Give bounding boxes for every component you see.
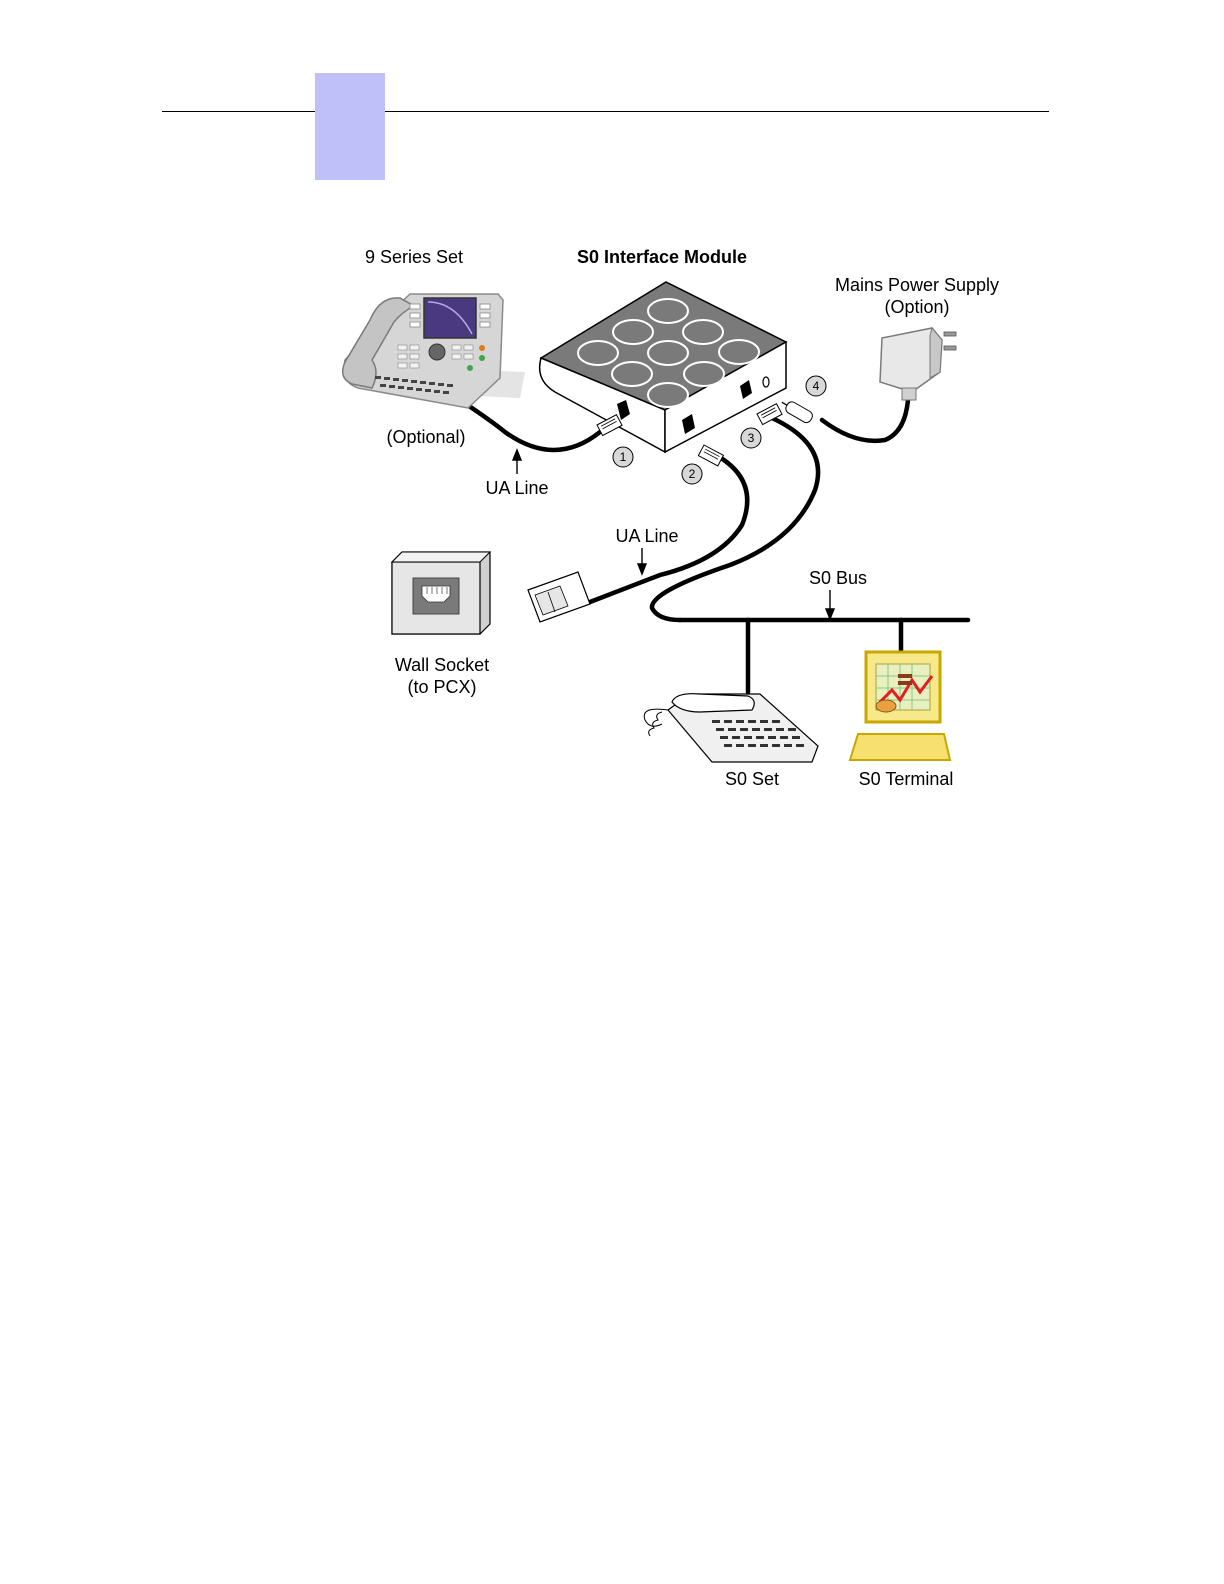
connector-2 xyxy=(698,445,723,466)
s0-interface-module xyxy=(540,282,786,452)
port-3-number: 3 xyxy=(748,431,755,445)
series-set-phone-icon xyxy=(343,294,525,408)
label-module: S0 Interface Module xyxy=(562,246,762,268)
wall-socket-icon xyxy=(392,552,490,634)
label-optional: (Optional) xyxy=(376,426,476,448)
label-ua-line-1: UA Line xyxy=(474,477,560,499)
label-s0-bus: S0 Bus xyxy=(798,567,878,589)
label-wall-socket-line1: Wall Socket xyxy=(382,654,502,676)
power-plug-connector xyxy=(779,397,814,424)
label-power-supply-line1: Mains Power Supply xyxy=(822,274,1012,296)
label-power-supply-line2: (Option) xyxy=(862,296,972,318)
power-supply-icon xyxy=(880,328,956,400)
s0-set-phone-icon xyxy=(644,694,818,762)
label-wall-socket-line2: (to PCX) xyxy=(392,676,492,698)
power-cable xyxy=(822,400,908,441)
ua-line-cable-1 xyxy=(466,404,600,450)
label-ua-line-2: UA Line xyxy=(604,525,690,547)
s0-bus-link xyxy=(652,418,818,620)
cables xyxy=(466,400,968,692)
label-s0-terminal: S0 Terminal xyxy=(846,768,966,790)
port-2-number: 2 xyxy=(689,467,696,481)
port-1-number: 1 xyxy=(620,450,627,464)
s0-terminal-icon xyxy=(850,652,950,760)
label-series-set: 9 Series Set xyxy=(352,246,476,268)
port-4-number: 4 xyxy=(813,379,820,393)
label-s0-set: S0 Set xyxy=(712,768,792,790)
wall-plug-connector xyxy=(528,572,590,622)
